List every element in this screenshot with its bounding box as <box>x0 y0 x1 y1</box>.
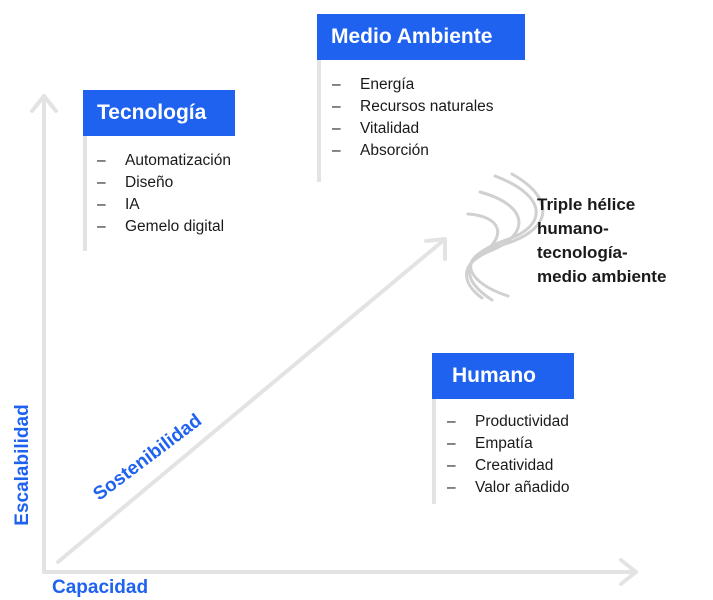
list-item: –Recursos naturales <box>332 98 494 115</box>
environment-list: –Energía –Recursos naturales –Vitalidad … <box>332 74 494 162</box>
human-card-bar <box>432 392 436 504</box>
y-axis-label: Escalabilidad <box>12 404 33 526</box>
technology-list: –Automatización –Diseño –IA –Gemelo digi… <box>97 150 231 238</box>
triple-helix-label: Triple hélice humano- tecnología- medio … <box>537 193 666 289</box>
helix-label-line: Triple hélice <box>537 195 636 214</box>
list-item: –Valor añadido <box>447 479 570 496</box>
list-item: –Absorción <box>332 142 429 159</box>
list-item: –Automatización <box>97 152 231 169</box>
helix-label-line: humano- <box>537 219 609 238</box>
list-item: –Creatividad <box>447 457 554 474</box>
technology-card-bar <box>83 130 87 251</box>
x-axis-arrow <box>42 558 638 586</box>
list-item: –Vitalidad <box>332 120 420 137</box>
human-list: –Productividad –Empatía –Creatividad –Va… <box>447 411 570 499</box>
list-item: –Energía <box>332 76 415 93</box>
list-item: –Productividad <box>447 413 569 430</box>
list-item: –Diseño <box>97 174 174 191</box>
environment-card-title: Medio Ambiente <box>317 14 525 60</box>
x-axis-label: Capacidad <box>52 577 149 598</box>
list-item: –IA <box>97 196 140 213</box>
helix-label-line: tecnología- <box>537 243 628 262</box>
triple-helix-icon <box>465 172 545 302</box>
human-card-title: Humano <box>432 353 574 399</box>
diagonal-arrow <box>56 237 447 564</box>
list-item: –Empatía <box>447 435 533 452</box>
helix-label-line: medio ambiente <box>537 267 667 286</box>
list-item: –Gemelo digital <box>97 218 225 235</box>
y-axis-arrow <box>30 94 58 574</box>
environment-card-bar <box>317 58 321 182</box>
technology-card-title: Tecnología <box>83 90 235 136</box>
